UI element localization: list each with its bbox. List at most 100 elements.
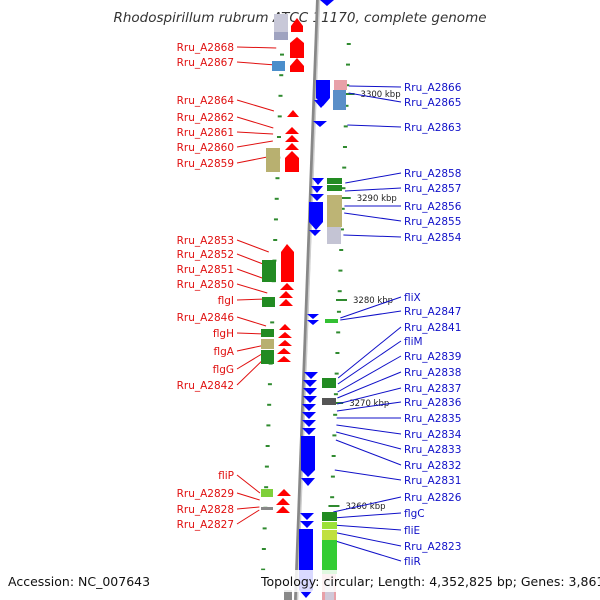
gene-feature[interactable]: [333, 90, 346, 110]
gene-feature[interactable]: [327, 178, 342, 184]
gene-label-forward[interactable]: fliP: [218, 470, 234, 482]
gene-feature[interactable]: [266, 148, 280, 172]
gene-feature[interactable]: [322, 378, 336, 388]
gene-label-forward[interactable]: Rru_A2861: [177, 127, 234, 139]
gene-feature[interactable]: [322, 398, 336, 405]
gene-feature[interactable]: [261, 339, 274, 349]
gene-arrow[interactable]: [304, 372, 318, 379]
gene-arrow[interactable]: [302, 428, 316, 435]
gene-label-forward[interactable]: Rru_A2864: [177, 95, 235, 107]
gene-label-reverse[interactable]: Rru_A2836: [404, 397, 462, 409]
gene-arrow[interactable]: [320, 0, 334, 6]
gene-label-reverse[interactable]: fliX: [404, 292, 421, 304]
gene-label-forward[interactable]: flgH: [213, 328, 234, 340]
gene-feature[interactable]: [262, 297, 275, 307]
gene-arrow[interactable]: [313, 121, 327, 127]
gene-arrow[interactable]: [302, 404, 316, 411]
gene-arrow[interactable]: [285, 127, 299, 134]
gene-arrow[interactable]: [281, 244, 294, 282]
gene-arrow[interactable]: [277, 348, 291, 354]
gene-label-forward[interactable]: Rru_A2850: [177, 279, 234, 291]
gene-arrow[interactable]: [307, 314, 319, 319]
gene-arrow[interactable]: [279, 299, 293, 306]
gene-label-forward[interactable]: Rru_A2829: [177, 488, 234, 500]
gene-arrow[interactable]: [285, 143, 299, 150]
gene-label-forward[interactable]: flgG: [213, 364, 234, 376]
gene-feature[interactable]: [322, 522, 337, 529]
gene-label-reverse[interactable]: Rru_A2841: [404, 322, 461, 334]
gene-arrow[interactable]: [285, 151, 299, 172]
gene-label-reverse[interactable]: Rru_A2833: [404, 444, 461, 456]
gene-label-forward[interactable]: Rru_A2853: [177, 235, 234, 247]
gene-arrow[interactable]: [285, 135, 299, 142]
gene-label-forward[interactable]: Rru_A2868: [177, 42, 234, 54]
gene-label-reverse[interactable]: Rru_A2856: [404, 201, 462, 213]
gene-arrow[interactable]: [279, 324, 291, 330]
gene-feature[interactable]: [334, 80, 347, 90]
gene-label-reverse[interactable]: Rru_A2855: [404, 216, 461, 228]
gene-label-reverse[interactable]: Rru_A2839: [404, 351, 461, 363]
gene-label-forward[interactable]: Rru_A2851: [177, 264, 234, 276]
gene-arrow[interactable]: [302, 420, 316, 427]
gene-arrow[interactable]: [312, 178, 324, 185]
gene-label-reverse[interactable]: fliE: [404, 525, 420, 537]
gene-arrow[interactable]: [300, 513, 314, 520]
gene-arrow[interactable]: [301, 436, 315, 477]
gene-feature[interactable]: [325, 319, 338, 323]
gene-label-reverse[interactable]: Rru_A2832: [404, 460, 461, 472]
gene-arrow[interactable]: [311, 186, 323, 193]
gene-label-forward[interactable]: flgI: [218, 295, 234, 307]
gene-label-forward[interactable]: Rru_A2862: [177, 112, 234, 124]
gene-arrow[interactable]: [280, 283, 294, 290]
gene-arrow[interactable]: [316, 80, 330, 106]
gene-feature[interactable]: [284, 590, 292, 600]
gene-feature[interactable]: [327, 185, 342, 191]
gene-arrow[interactable]: [290, 37, 304, 43]
gene-feature[interactable]: [261, 350, 274, 364]
gene-label-reverse[interactable]: Rru_A2863: [404, 122, 461, 134]
gene-label-reverse[interactable]: fliR: [404, 556, 421, 568]
gene-label-forward[interactable]: flgA: [214, 346, 235, 358]
gene-feature[interactable]: [262, 260, 276, 282]
gene-label-forward[interactable]: Rru_A2842: [177, 380, 234, 392]
gene-arrow[interactable]: [290, 58, 304, 72]
gene-arrow[interactable]: [300, 521, 314, 528]
gene-feature[interactable]: [261, 489, 273, 497]
gene-arrow[interactable]: [291, 18, 303, 32]
gene-feature[interactable]: [261, 329, 274, 337]
gene-label-reverse[interactable]: Rru_A2835: [404, 413, 461, 425]
gene-label-forward[interactable]: Rru_A2859: [177, 158, 234, 170]
gene-arrow[interactable]: [314, 100, 328, 108]
gene-feature[interactable]: [327, 227, 341, 244]
gene-label-forward[interactable]: Rru_A2827: [177, 519, 234, 531]
gene-arrow[interactable]: [302, 412, 316, 419]
gene-arrow[interactable]: [303, 380, 317, 387]
gene-label-forward[interactable]: Rru_A2852: [177, 249, 234, 261]
gene-label-forward[interactable]: Rru_A2846: [177, 312, 235, 324]
gene-arrow[interactable]: [278, 340, 292, 346]
gene-arrow[interactable]: [303, 388, 317, 395]
gene-feature[interactable]: [261, 507, 273, 510]
gene-label-reverse[interactable]: Rru_A2837: [404, 383, 461, 395]
gene-arrow[interactable]: [310, 194, 324, 201]
gene-label-reverse[interactable]: Rru_A2854: [404, 232, 462, 244]
gene-arrow[interactable]: [278, 332, 292, 338]
gene-feature[interactable]: [322, 530, 337, 540]
gene-label-reverse[interactable]: Rru_A2826: [404, 492, 462, 504]
gene-arrow[interactable]: [276, 498, 290, 505]
gene-label-reverse[interactable]: Rru_A2831: [404, 475, 461, 487]
gene-label-reverse[interactable]: Rru_A2838: [404, 367, 461, 379]
gene-arrow[interactable]: [309, 230, 321, 236]
gene-label-reverse[interactable]: Rru_A2866: [404, 82, 462, 94]
gene-arrow[interactable]: [301, 478, 315, 486]
gene-arrow[interactable]: [303, 396, 317, 403]
gene-label-forward[interactable]: Rru_A2828: [177, 504, 234, 516]
gene-feature[interactable]: [327, 195, 342, 227]
gene-label-reverse[interactable]: Rru_A2865: [404, 97, 461, 109]
gene-label-reverse[interactable]: Rru_A2823: [404, 541, 461, 553]
gene-feature[interactable]: [274, 32, 288, 40]
gene-label-forward[interactable]: Rru_A2860: [177, 142, 234, 154]
gene-arrow[interactable]: [277, 489, 291, 496]
gene-label-reverse[interactable]: fliM: [404, 336, 423, 348]
gene-arrow[interactable]: [276, 506, 290, 513]
